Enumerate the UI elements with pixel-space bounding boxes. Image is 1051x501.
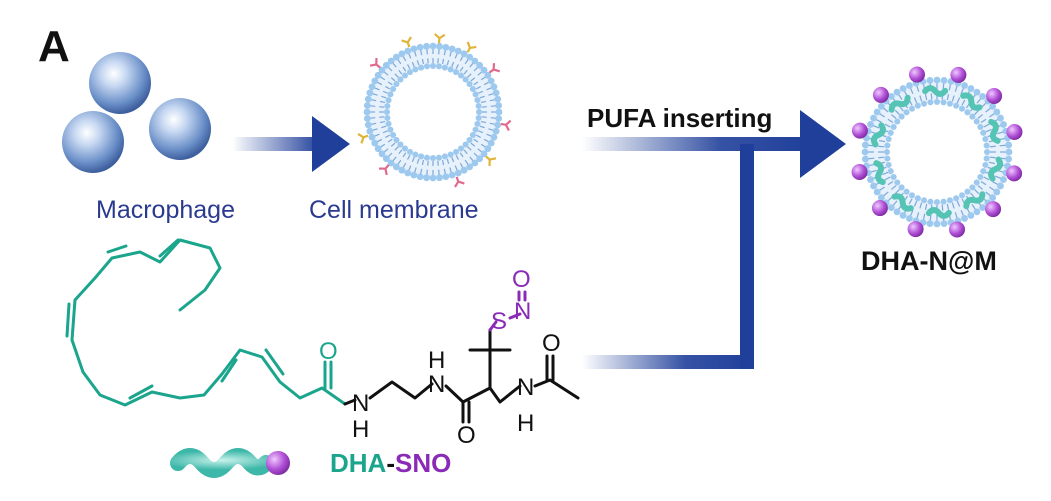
- pufa-inserting-label: PUFA inserting: [587, 103, 773, 133]
- atom-o-nitroso: O: [512, 266, 531, 293]
- atom-s: S: [491, 308, 508, 335]
- atom-n-amide2: N: [428, 371, 446, 398]
- dha-label-part: DHA: [330, 448, 387, 478]
- sno-label-part: SNO: [395, 448, 452, 478]
- linker-structure: [343, 328, 580, 424]
- atom-h-amide3: H: [517, 410, 535, 437]
- atom-n-nitroso: N: [514, 298, 532, 325]
- cell-membrane-vesicle-icon: [357, 33, 512, 188]
- atom-o-amide2: O: [457, 422, 476, 449]
- atom-h-amide1: H: [352, 416, 370, 443]
- dha-chain-structure: [65, 238, 347, 407]
- atom-n-amide1: N: [352, 390, 370, 417]
- atom-n-amide3: N: [517, 374, 535, 401]
- dha-sno-label: DHA-SNO: [330, 448, 451, 479]
- dha-sno-schematic-icon: [170, 448, 290, 478]
- dash-label-part: -: [386, 448, 396, 478]
- macrophage-label: Macrophage: [96, 196, 235, 224]
- macrophage-cells-icon: [62, 52, 211, 173]
- panel-letter: A: [38, 22, 70, 71]
- sno-group-structure: [488, 290, 527, 332]
- arrow-macrophage-to-membrane: [232, 116, 350, 172]
- dha-n-at-m-nanoparticle-icon: [851, 66, 1023, 238]
- atom-o-amide1: O: [319, 338, 338, 365]
- arrow-pufa-inserting: [582, 110, 846, 369]
- product-label: DHA-N@M: [861, 246, 997, 276]
- atom-o-amide3: O: [542, 330, 561, 357]
- cell-membrane-label: Cell membrane: [309, 196, 479, 224]
- atom-h-amide2: H: [428, 347, 446, 374]
